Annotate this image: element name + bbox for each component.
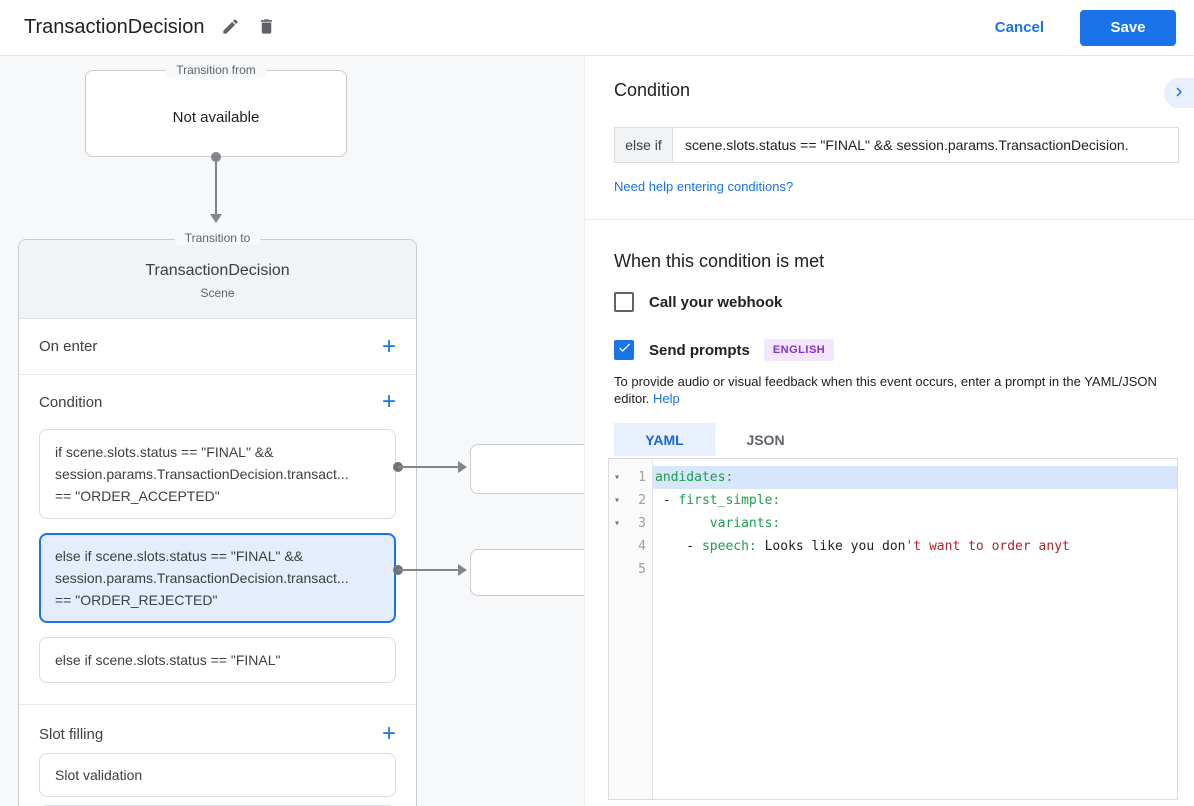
condition-panel-title: Condition (614, 80, 691, 100)
scene-subtitle: Scene (200, 286, 235, 300)
code-line[interactable]: 4 - speech: Looks like you don't want to… (609, 535, 1177, 558)
line-number: 5 (625, 558, 653, 581)
checkmark-icon (617, 340, 632, 360)
webhook-label: Call your webhook (649, 293, 783, 311)
line-number: 4 (625, 535, 653, 558)
help-link[interactable]: Help (653, 391, 680, 406)
tab-yaml[interactable]: YAML (614, 423, 715, 456)
code-text: - speech: Looks like you don't want to o… (655, 539, 1070, 554)
gutter-cell: 4 (609, 535, 653, 558)
gutter-cell: ▾1 (609, 466, 653, 489)
transition-from-box[interactable]: Transition from Not available (85, 63, 347, 157)
add-slot-button[interactable]: + (382, 722, 396, 746)
code-text (653, 558, 1177, 581)
code-line[interactable]: 5 (609, 558, 1177, 581)
transition-target-box[interactable] (470, 549, 584, 596)
condition-expression-row: else if (614, 127, 1179, 163)
code-text: variants: (709, 516, 781, 531)
tab-json[interactable]: JSON (746, 431, 785, 448)
add-condition-button[interactable]: + (382, 390, 396, 414)
condition-label: Condition (39, 393, 103, 411)
collapse-panel-button[interactable] (1164, 78, 1194, 108)
line-number: 2 (625, 489, 653, 512)
condition-section: Condition + if scene.slots.status == "FI… (19, 375, 416, 705)
delete-scene-button[interactable] (248, 10, 284, 46)
line-number: 3 (625, 512, 653, 535)
when-met-title: When this condition is met (614, 251, 825, 271)
connector-line (398, 569, 458, 571)
plus-icon: + (381, 720, 396, 747)
on-enter-section: On enter + (19, 319, 416, 375)
flow-arrowhead-icon (210, 214, 222, 223)
line-number: 1 (625, 466, 653, 489)
condition-help-link[interactable]: Need help entering conditions? (614, 179, 794, 194)
pencil-icon (221, 17, 240, 39)
code-line[interactable]: ▾3 variants: (609, 512, 1177, 535)
gutter-cell: 5 (609, 558, 653, 581)
condition-operator: else if (614, 127, 673, 163)
slot-validation-card[interactable]: Slot validation (39, 753, 396, 797)
condition-card[interactable]: else if scene.slots.status == "FINAL" (39, 637, 396, 683)
connector-line (398, 466, 458, 468)
transition-from-legend: Transition from (86, 63, 346, 77)
condition-detail-panel: Condition else if Need help entering con… (584, 56, 1194, 806)
fold-arrow-icon[interactable]: ▾ (614, 518, 621, 529)
condition-card[interactable]: if scene.slots.status == "FINAL" && sess… (39, 429, 396, 519)
prompts-row: Send prompts ENGLISH (614, 339, 1178, 361)
gutter-cell: ▾2 (609, 489, 653, 512)
editor-tabs: YAML JSON (614, 423, 1178, 456)
condition-expression-input[interactable] (672, 127, 1179, 163)
scene-title: TransactionDecision (145, 262, 290, 279)
connector-arrowhead-icon (458, 564, 467, 576)
section-divider (585, 219, 1194, 220)
scene-card: TransactionDecision Scene On enter + Con… (18, 239, 417, 806)
on-enter-label: On enter (39, 338, 98, 355)
cancel-button[interactable]: Cancel (994, 19, 1044, 36)
scene-legend: Transition to (18, 231, 417, 245)
add-on-enter-button[interactable]: + (382, 334, 396, 358)
plus-icon: + (381, 388, 396, 415)
gutter-cell: ▾3 (609, 512, 653, 535)
webhook-checkbox[interactable] (614, 292, 634, 312)
connector-arrowhead-icon (458, 461, 467, 473)
trash-icon (257, 17, 276, 39)
prompts-description: To provide audio or visual feedback when… (614, 374, 1157, 406)
editor-gutter (609, 459, 653, 799)
code-line[interactable]: ▾2 - first_simple: (609, 489, 1177, 512)
plus-icon: + (381, 332, 396, 360)
slot-filling-label: Slot filling (39, 725, 104, 743)
edit-title-button[interactable] (212, 10, 248, 46)
top-bar: TransactionDecision Cancel Save (0, 0, 1194, 56)
condition-card-selected[interactable]: else if scene.slots.status == "FINAL" &&… (39, 533, 396, 623)
fold-arrow-icon[interactable]: ▾ (614, 472, 621, 483)
code-text-active-line: andidates: (653, 466, 1177, 489)
fold-arrow-icon[interactable]: ▾ (614, 495, 621, 506)
not-available-label: Not available (172, 109, 260, 126)
flow-canvas: Transition from Not available Transition… (0, 56, 584, 806)
prompts-label: Send prompts (649, 341, 750, 359)
webhook-row: Call your webhook (614, 292, 1178, 312)
code-text: - first_simple: (655, 493, 781, 508)
scene-header[interactable]: TransactionDecision Scene (19, 240, 416, 319)
slot-filling-section: Slot filling + Slot validation (19, 705, 416, 806)
flow-arrow-line (215, 157, 217, 214)
page-title: TransactionDecision (24, 16, 205, 38)
chevron-right-icon (1170, 83, 1188, 104)
language-badge: ENGLISH (763, 339, 835, 361)
save-button[interactable]: Save (1080, 9, 1176, 46)
transition-target-box[interactable] (470, 444, 584, 494)
prompts-checkbox[interactable] (614, 340, 634, 360)
